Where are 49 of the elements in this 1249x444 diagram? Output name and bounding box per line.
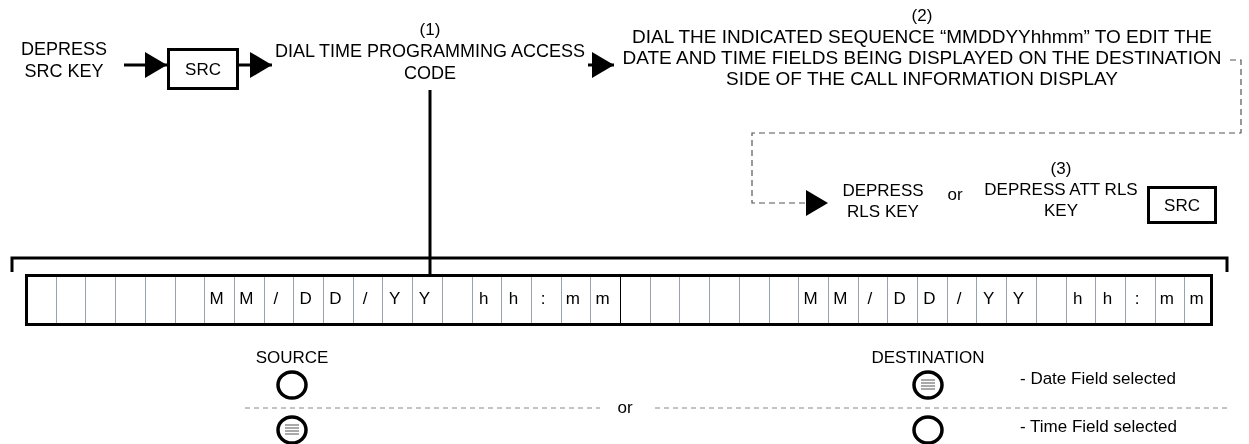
display-character: m <box>594 289 611 309</box>
instruction-text: DIAL THE INDICATED SEQUENCE “MMDDYYhhmm” TO EDIT THE DATE AND TIME FIELDS BEING DISPLAYED ON THE DESTINATION SIDE OF THE CALL INFORMATION DISPLAY <box>621 25 1223 89</box>
display-character: m <box>564 289 581 309</box>
instruction-text: DEPRESS SRC KEY <box>20 38 108 82</box>
display-character: D <box>328 289 343 309</box>
step-number: (1) <box>419 20 441 40</box>
display-character: Y <box>1011 289 1026 309</box>
arrow <box>751 59 1242 216</box>
key-label: SRC <box>185 58 221 80</box>
display-character: Y <box>388 289 402 309</box>
indicator-heading: DESTINATION <box>870 347 986 369</box>
legend-note: - Date Field selected <box>1020 368 1177 390</box>
display-character: h <box>1101 289 1114 309</box>
display-character: : <box>539 289 547 309</box>
legend-note: - Time Field selected <box>1020 416 1178 438</box>
arrow <box>239 52 272 78</box>
step-number: (2) <box>911 5 933 26</box>
instruction-text: DEPRESS RLS KEY <box>841 180 925 222</box>
display-character: Y <box>417 289 432 309</box>
key-box <box>1147 186 1217 224</box>
display-character: Y <box>982 289 996 309</box>
display-character: M <box>238 289 255 309</box>
display-character: : <box>1133 289 1141 309</box>
display-character: / <box>955 289 963 309</box>
display-character: D <box>892 289 907 309</box>
display-character: h <box>478 289 490 309</box>
key-box <box>167 48 239 90</box>
display-character: h <box>507 289 520 309</box>
display-character: m <box>1158 289 1175 309</box>
display-character: / <box>361 289 369 309</box>
step-number: (3) <box>1050 159 1072 179</box>
instruction-text: DIAL TIME PROGRAMMING ACCESS CODE <box>273 40 587 84</box>
arrow <box>124 52 167 78</box>
instruction-text: DEPRESS ATT RLS KEY <box>983 179 1139 221</box>
display-character: M <box>802 289 819 309</box>
indicator-heading: SOURCE <box>254 347 330 369</box>
arrow <box>588 52 614 78</box>
conjunction-text: or <box>946 184 964 206</box>
display-character: M <box>832 289 849 309</box>
display-character: h <box>1072 289 1084 309</box>
display-character: / <box>272 289 280 309</box>
display-character: D <box>922 289 937 309</box>
display-character: M <box>208 289 225 309</box>
display-character: / <box>866 289 874 309</box>
display-character: m <box>1188 289 1205 309</box>
conjunction-text: or <box>616 397 634 419</box>
key-label: SRC <box>1164 194 1200 216</box>
display-strip <box>25 274 1213 326</box>
display-character: D <box>298 289 313 309</box>
